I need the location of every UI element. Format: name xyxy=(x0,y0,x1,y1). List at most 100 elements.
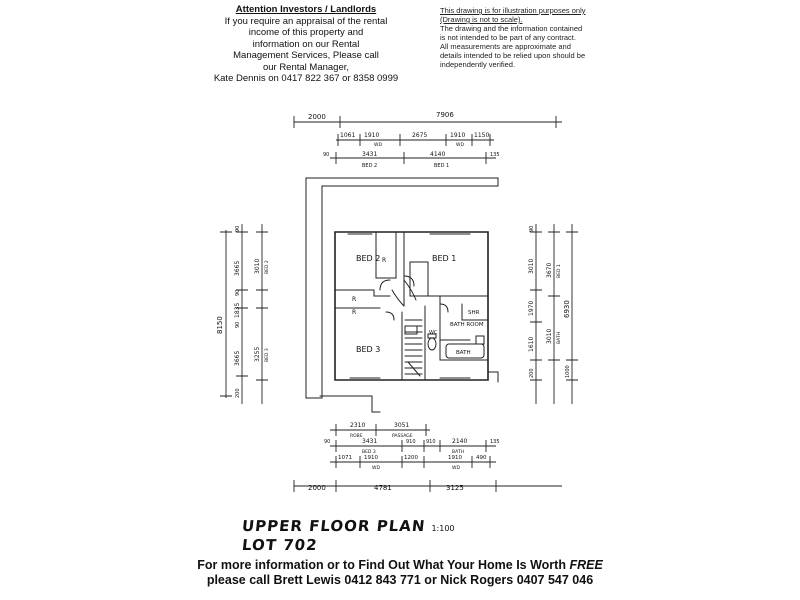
dim-text: 1000 xyxy=(565,365,571,378)
notice-line: Management Services, Please call xyxy=(233,50,379,61)
plan-scale: 1:100 xyxy=(431,524,455,533)
ground-outline-right xyxy=(487,371,499,383)
robe-bed1 xyxy=(409,261,429,297)
dimension-tick xyxy=(335,424,427,436)
plan-title-block: UPPER FLOOR PLAN 1:100 LOT 702 xyxy=(241,516,455,554)
dim-text: 910 xyxy=(406,439,416,445)
lot-number: LOT 702 xyxy=(241,536,319,554)
dim-text: 1970 xyxy=(528,301,535,316)
room-label-bath-room: BATH ROOM xyxy=(450,322,484,328)
dim-text: 2000 xyxy=(308,113,326,121)
dim-text: 200 xyxy=(235,388,241,398)
robe-bed2 xyxy=(375,231,397,279)
dimension-tick xyxy=(293,116,557,128)
dim-subtext: BATH xyxy=(556,332,562,344)
disclaimer-line: (Drawing is not to scale). xyxy=(440,15,523,24)
dim-text: 3010 xyxy=(254,259,261,274)
dim-text: 90 xyxy=(235,226,241,232)
dim-text: 1610 xyxy=(528,337,535,352)
dimension-tick xyxy=(220,231,232,397)
room-label-bed3: BED 3 xyxy=(356,345,380,354)
dim-text: 1835 xyxy=(234,303,241,318)
footer-line-1: For more information or to Find Out What… xyxy=(0,558,800,573)
dim-subtext: ROBE xyxy=(350,433,363,439)
dim-subtext: BED 3 xyxy=(264,348,270,362)
notice-line: Kate Dennis on 0417 822 367 or 8358 0999 xyxy=(213,73,399,84)
dim-text: 3431 xyxy=(362,151,377,158)
window xyxy=(349,377,381,381)
footer-text: For more information or to Find Out What… xyxy=(197,558,570,572)
dim-text: 3010 xyxy=(528,259,535,274)
dimension-tick xyxy=(256,231,268,381)
disclaimer-line: All measurements are approximate and xyxy=(440,42,571,51)
wall-shower xyxy=(461,303,489,321)
dimension-tick xyxy=(335,456,491,468)
contact-footer: For more information or to Find Out What… xyxy=(0,558,800,588)
dim-subtext: WD xyxy=(374,142,382,148)
dim-text: 3125 xyxy=(446,484,464,492)
dim-subtext: WD xyxy=(372,465,380,471)
dim-subtext: BED 1 xyxy=(556,264,562,278)
dim-subtext: BED 1 xyxy=(434,163,449,169)
dimension-tick xyxy=(548,231,560,361)
basin xyxy=(475,335,485,345)
dim-text: 3431 xyxy=(362,438,377,445)
dim-text: 90 xyxy=(235,290,241,296)
dimension-tick xyxy=(293,480,497,492)
dim-text: 2310 xyxy=(350,422,365,429)
dim-text: 1200 xyxy=(404,455,418,461)
room-label-bed1: BED 1 xyxy=(432,254,456,263)
wall-bath xyxy=(439,295,489,361)
dim-text: 3665 xyxy=(234,261,241,276)
dim-subtext: BED 3 xyxy=(362,449,376,455)
window xyxy=(439,377,471,381)
dim-text: 3051 xyxy=(394,422,409,429)
staircase xyxy=(404,319,423,377)
passage-curve xyxy=(403,279,417,301)
dimension-tick xyxy=(236,231,248,377)
dim-text: 90 xyxy=(529,226,535,232)
dim-subtext: WD xyxy=(452,465,460,471)
toilet xyxy=(427,337,437,351)
dim-text: 7906 xyxy=(436,111,454,119)
notice-line: our Rental Manager, xyxy=(262,61,350,73)
robe-label: R xyxy=(352,296,356,303)
notice-title: Attention Investors / Landlords xyxy=(235,4,377,15)
dimension-tick xyxy=(530,231,542,381)
door-swing xyxy=(385,311,395,321)
disclaimer-line: is not intended to be part of any contra… xyxy=(440,33,576,42)
dim-text: 3010 xyxy=(546,329,553,344)
investor-notice: Attention Investors / Landlords If you r… xyxy=(196,4,416,85)
door-swing xyxy=(379,279,391,291)
disclaimer: This drawing is for illustration purpose… xyxy=(440,6,590,69)
toilet-cistern xyxy=(427,333,437,339)
plan-title: UPPER FLOOR PLAN xyxy=(241,517,427,535)
wall-bed1-bath xyxy=(403,295,489,307)
dimension-tick xyxy=(566,231,578,381)
room-label-wc: WC xyxy=(429,330,438,336)
disclaimer-line: independently verified. xyxy=(440,60,516,69)
room-label-shower: SHR xyxy=(468,310,480,316)
dim-text: 135 xyxy=(490,152,500,158)
disclaimer-line: The drawing and the information containe… xyxy=(440,24,583,33)
room-label-bed2: BED 2 xyxy=(356,254,380,263)
dim-text: 4781 xyxy=(374,484,392,492)
dim-text: 6930 xyxy=(563,300,571,318)
dim-text: 1061 xyxy=(340,132,355,139)
dim-subtext: PASSAGE xyxy=(392,433,413,439)
robe-label: R xyxy=(352,309,356,316)
footer-line-2: please call Brett Lewis 0412 843 771 or … xyxy=(206,573,594,587)
wall-bed2-bed3 xyxy=(334,289,391,297)
dimension-tick xyxy=(337,134,491,146)
disclaimer-line: details intended to be relied upon shoul… xyxy=(440,51,586,60)
disclaimer-line: This drawing is for illustration purpose… xyxy=(440,6,586,15)
dim-text: 2675 xyxy=(412,132,427,139)
dim-text: 910 xyxy=(426,439,436,445)
notice-line: information on our Rental xyxy=(252,38,360,50)
dim-text: 200 xyxy=(529,368,535,378)
dim-text: 135 xyxy=(490,439,500,445)
room-label-bath: BATH xyxy=(456,350,471,356)
dim-text: 4140 xyxy=(430,151,445,158)
dim-text: 2140 xyxy=(452,438,467,445)
dim-text: 90 xyxy=(323,152,329,158)
